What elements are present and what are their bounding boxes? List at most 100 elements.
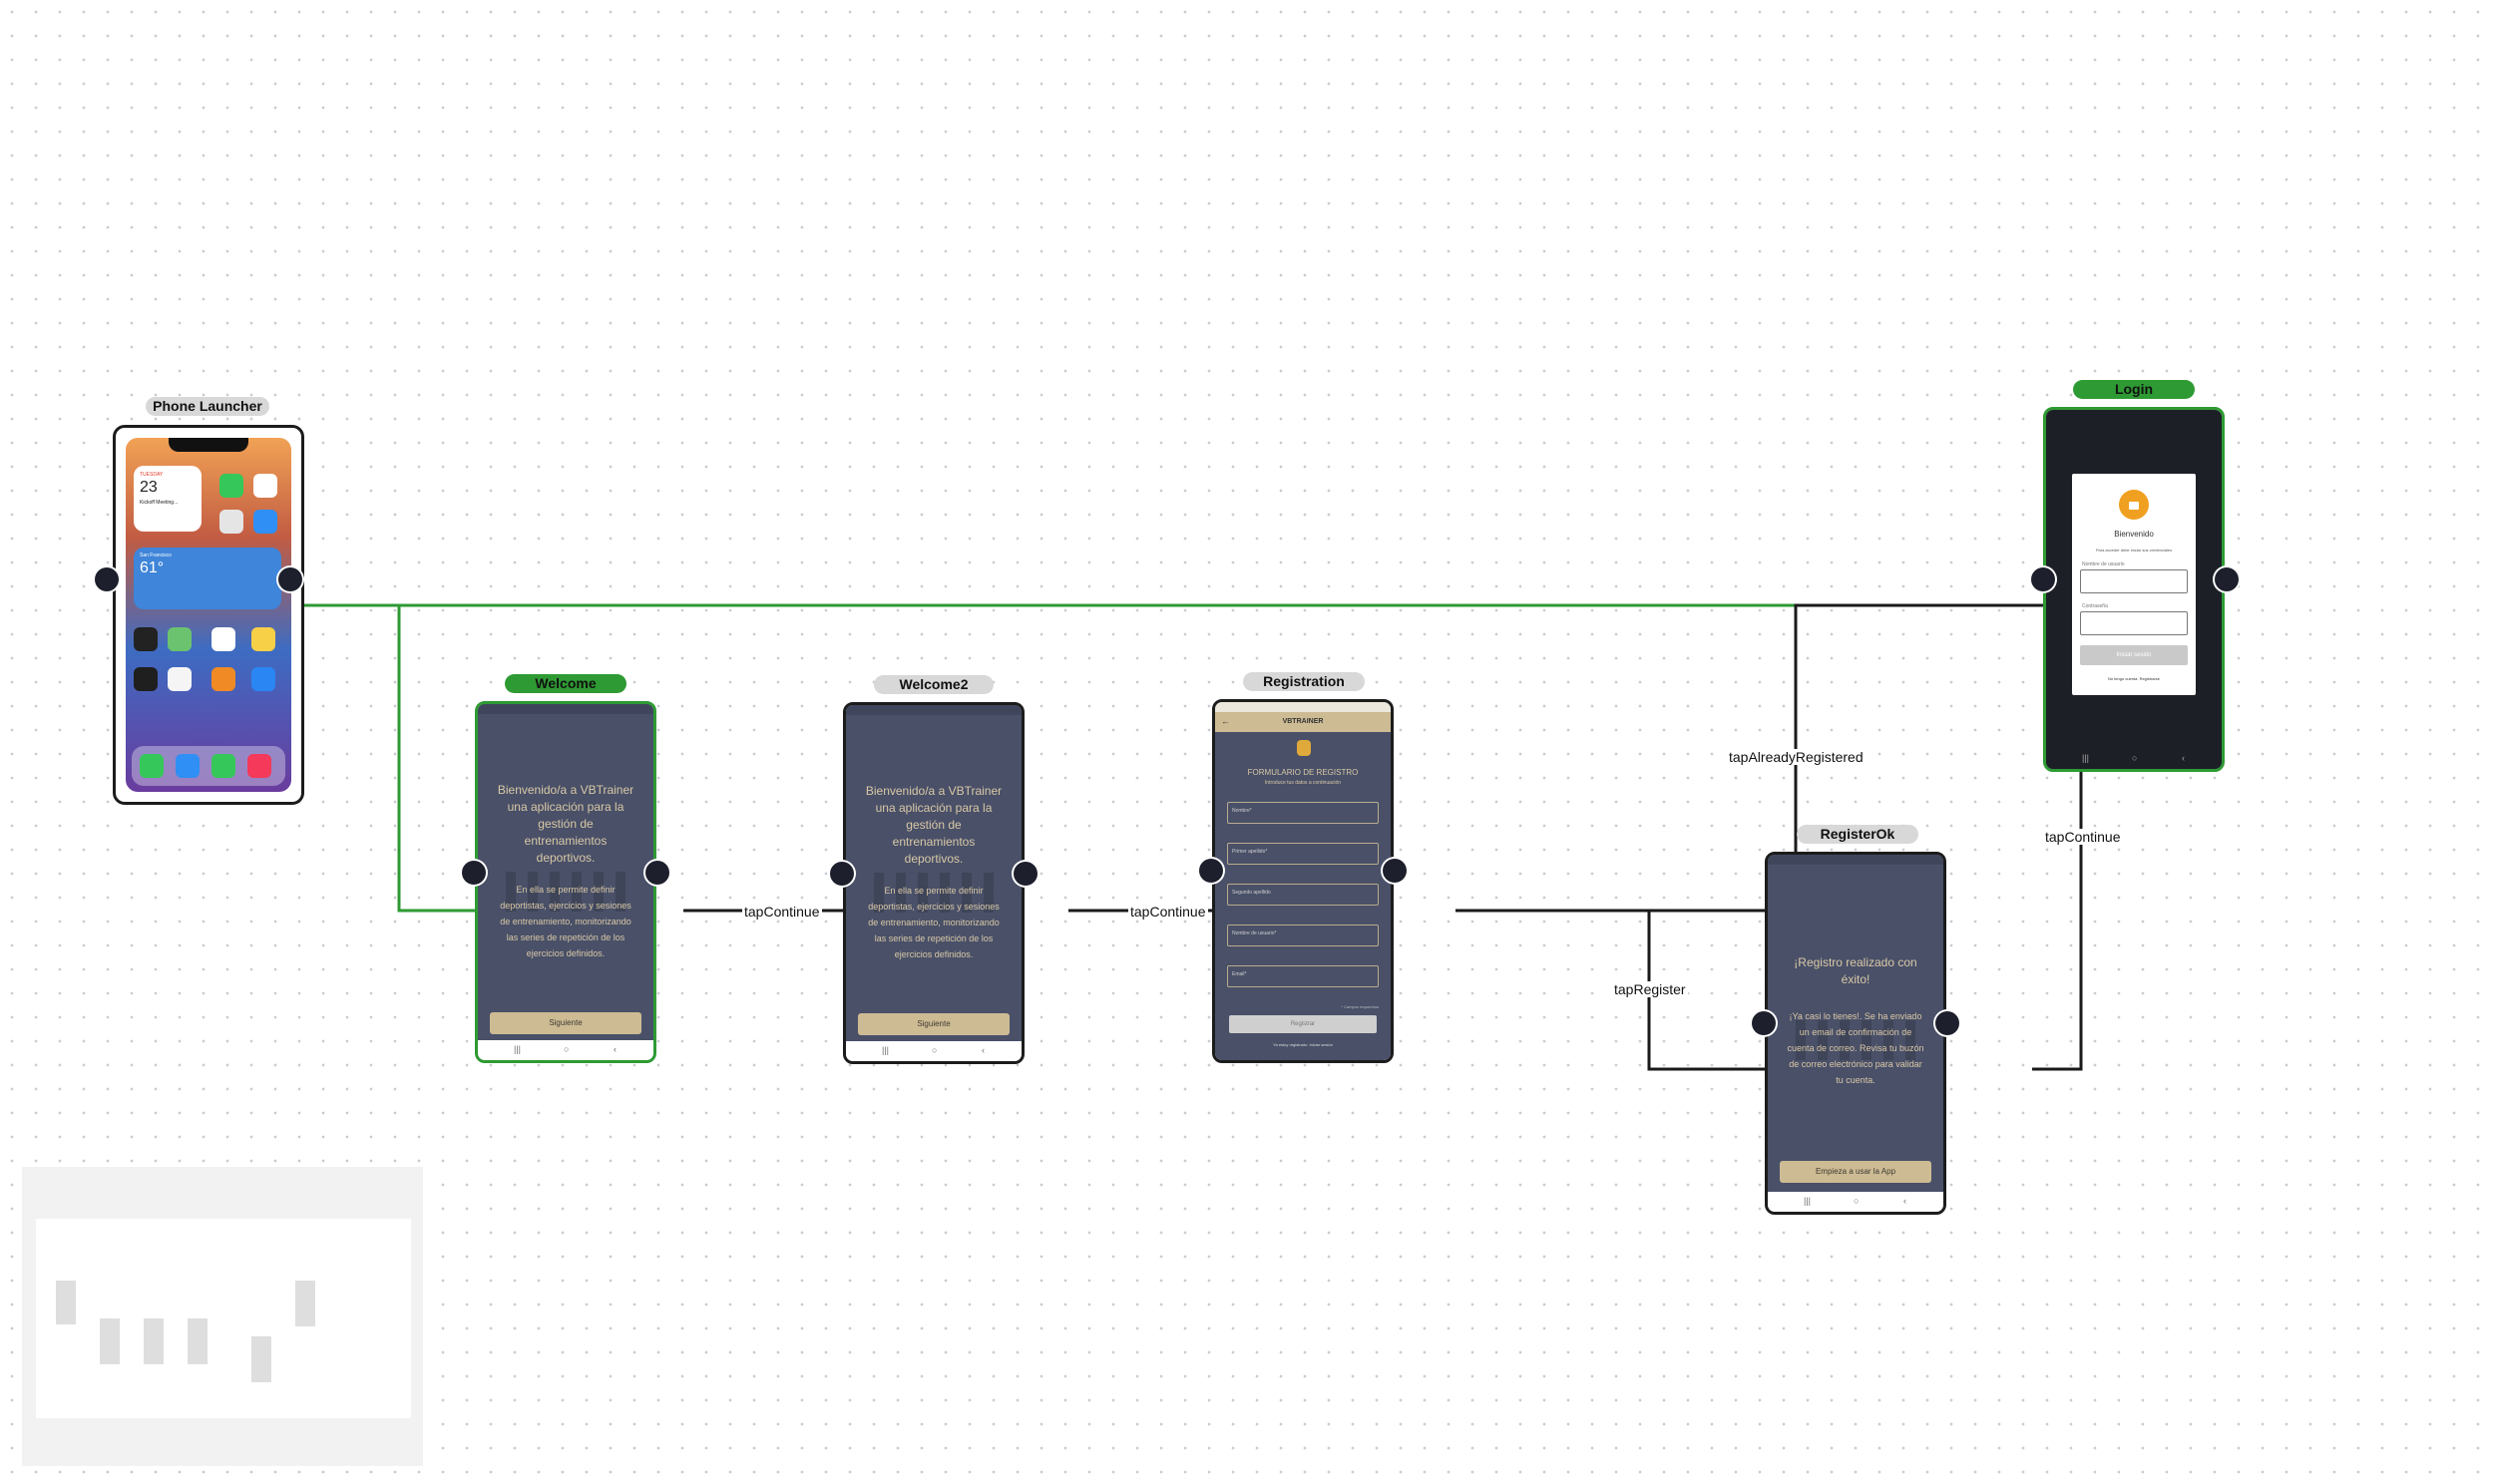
minimap-node <box>251 1336 271 1382</box>
handle-login-out[interactable] <box>2215 567 2239 591</box>
home-icon[interactable]: ○ <box>932 1045 938 1055</box>
app-store-icon[interactable] <box>251 667 275 691</box>
nombre-field[interactable]: Nombre* <box>1227 802 1379 824</box>
primer-apellido-field[interactable]: Primer apellido* <box>1227 843 1379 865</box>
weather-city: San Francisco <box>140 553 172 558</box>
node-welcome[interactable]: Bienvenido/a a VBTrainer una aplicación … <box>475 701 656 1063</box>
ios-notch <box>169 438 248 452</box>
login-subtitle: Para acceder debe iniciar sus credencial… <box>2095 548 2173 553</box>
field-label: Primer apellido* <box>1232 849 1268 855</box>
form-subtitle: Introduce tus datos a continuación <box>1264 780 1342 786</box>
status-bar <box>478 704 653 714</box>
handle-registration-in[interactable] <box>1199 859 1223 883</box>
lock-icon <box>2119 490 2149 520</box>
news-icon[interactable] <box>168 667 192 691</box>
node-label-phone-launcher: Phone Launcher <box>146 397 269 416</box>
login-card: Bienvenido Para acceder debe iniciar sus… <box>2072 474 2196 695</box>
phone-icon[interactable] <box>140 754 164 778</box>
music-icon[interactable] <box>247 754 271 778</box>
password-input[interactable] <box>2080 611 2188 635</box>
reminders-icon[interactable] <box>211 627 235 651</box>
photos-icon[interactable] <box>253 474 277 498</box>
handle-registration-out[interactable] <box>1383 859 1407 883</box>
node-login[interactable]: Bienvenido Para acceder debe iniciar sus… <box>2043 407 2225 772</box>
clock-icon[interactable] <box>134 627 158 651</box>
android-nav-bar: ||| ○ ‹ <box>1768 1192 1943 1212</box>
handle-welcome-out[interactable] <box>645 861 669 885</box>
login-button[interactable]: Iniciar sesión <box>2080 645 2188 665</box>
handle-registerok-in[interactable] <box>1752 1011 1776 1035</box>
safari-icon[interactable] <box>176 754 200 778</box>
recents-icon[interactable]: ||| <box>514 1044 522 1054</box>
recents-icon[interactable]: ||| <box>2082 753 2090 763</box>
facetime-icon[interactable] <box>219 474 243 498</box>
ios-home-screen: TUESDAY 23 Kickoff Meeting... San Franci… <box>126 438 291 792</box>
handle-welcome2-out[interactable] <box>1014 862 1038 886</box>
back-icon[interactable]: ‹ <box>1903 1196 1906 1206</box>
minimap[interactable] <box>22 1167 423 1466</box>
registrar-button[interactable]: Registrar <box>1229 1015 1377 1033</box>
edge-launcher-welcome <box>302 603 479 913</box>
welcome-body-text: En ella se permite definir deportistas, … <box>500 885 631 958</box>
node-registerok[interactable]: ¡Registro realizado con éxito! ¡Ya casi … <box>1765 852 1946 1215</box>
back-icon[interactable]: ‹ <box>982 1045 985 1055</box>
mail-icon[interactable] <box>253 510 277 534</box>
status-bar <box>846 705 1022 715</box>
home-icon[interactable]: ○ <box>2132 753 2138 763</box>
minimap-node <box>144 1318 164 1364</box>
handle-registerok-out[interactable] <box>1935 1011 1959 1035</box>
welcome-intro-text: Bienvenido/a a VBTrainer una aplicación … <box>497 783 634 865</box>
maps-icon[interactable] <box>168 627 192 651</box>
minimap-viewport[interactable] <box>36 1219 411 1418</box>
back-arrow-icon[interactable]: ← <box>1221 716 1230 726</box>
weather-widget[interactable]: San Francisco 61° <box>134 548 281 609</box>
notes-icon[interactable] <box>251 627 275 651</box>
start-app-button[interactable]: Empieza a usar la App <box>1780 1161 1931 1183</box>
recents-icon[interactable]: ||| <box>1804 1196 1812 1206</box>
siguiente-button[interactable]: Siguiente <box>490 1012 641 1034</box>
home-icon[interactable]: ○ <box>564 1044 570 1054</box>
login-screen: Bienvenido Para acceder debe iniciar sus… <box>2046 410 2222 769</box>
node-label-welcome2: Welcome2 <box>874 675 994 694</box>
back-icon[interactable]: ‹ <box>614 1044 617 1054</box>
home-icon[interactable]: ○ <box>1854 1196 1860 1206</box>
already-registered-link[interactable]: Ya estoy registrado. Iniciar sesión <box>1273 1042 1333 1047</box>
siguiente-button[interactable]: Siguiente <box>858 1013 1010 1035</box>
welcome2-screen: Bienvenido/a a VBTrainer una aplicación … <box>846 705 1022 1061</box>
minimap-node <box>188 1318 208 1364</box>
books-icon[interactable] <box>211 667 235 691</box>
calendar-widget[interactable]: TUESDAY 23 Kickoff Meeting... <box>134 466 202 532</box>
segundo-apellido-field[interactable]: Segundo apellido <box>1227 884 1379 906</box>
minimap-node <box>100 1318 120 1364</box>
handle-login-in[interactable] <box>2031 567 2055 591</box>
node-label-registerok: RegisterOk <box>1797 825 1918 844</box>
register-link[interactable]: No tengo cuenta. Registrarse <box>2107 676 2161 681</box>
welcome2-intro-text: Bienvenido/a a VBTrainer una aplicación … <box>865 784 1003 866</box>
node-phone-launcher[interactable]: TUESDAY 23 Kickoff Meeting... San Franci… <box>113 425 304 805</box>
camera-icon[interactable] <box>219 510 243 534</box>
athlete-logo-icon <box>1297 740 1311 756</box>
username-input[interactable] <box>2080 569 2188 593</box>
stocks-icon[interactable] <box>134 667 158 691</box>
handle-launcher-in[interactable] <box>95 567 119 591</box>
username-field[interactable]: Nombre de usuario* <box>1227 925 1379 946</box>
calendar-event: Kickoff Meeting... <box>140 500 179 506</box>
back-icon[interactable]: ‹ <box>2182 753 2185 763</box>
recents-icon[interactable]: ||| <box>882 1045 890 1055</box>
messages-icon[interactable] <box>211 754 235 778</box>
node-welcome2[interactable]: Bienvenido/a a VBTrainer una aplicación … <box>843 702 1025 1064</box>
weather-temp: 61° <box>140 559 165 576</box>
node-registration[interactable]: ← VBTRAINER FORMULARIO DE REGISTRO Intro… <box>1212 699 1394 1063</box>
registro-exito-body: ¡Ya casi lo tienes!. Se ha enviado un em… <box>1787 1011 1924 1085</box>
handle-welcome2-in[interactable] <box>830 862 854 886</box>
welcome-screen: Bienvenido/a a VBTrainer una aplicación … <box>478 704 653 1060</box>
welcome2-logo-watermark <box>874 873 994 913</box>
edge-label-tapcontinue-1: tapContinue <box>742 904 822 920</box>
handle-launcher-out[interactable] <box>278 567 302 591</box>
email-field[interactable]: Email* <box>1227 965 1379 987</box>
ios-dock <box>132 746 285 786</box>
registerok-screen: ¡Registro realizado con éxito! ¡Ya casi … <box>1768 855 1943 1212</box>
handle-welcome-in[interactable] <box>462 861 486 885</box>
login-welcome: Bienvenido <box>2114 530 2154 539</box>
